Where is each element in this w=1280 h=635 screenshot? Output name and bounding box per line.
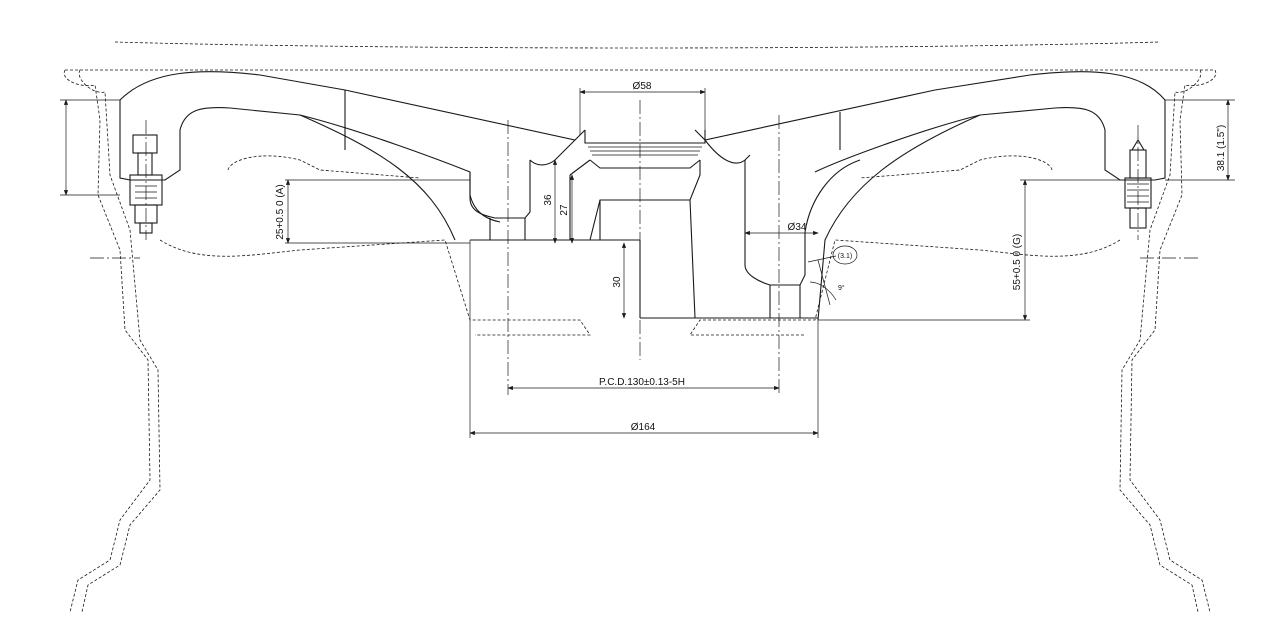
height-36-label: 36 — [543, 194, 554, 206]
dimension-bore-diameter: Ø58 — [579, 81, 706, 135]
dimension-height-27: 27 — [559, 174, 575, 244]
center-lines — [90, 100, 1200, 395]
dimension-offset-a: 25+0.5 0 (A) — [275, 179, 470, 244]
outer-diameter-label: Ø164 — [631, 422, 656, 433]
bore-diameter-label: Ø58 — [633, 81, 652, 92]
dimension-radius: (3.1) — [807, 245, 858, 265]
dimension-angle: 9° — [809, 259, 845, 306]
height-30-label: 30 — [612, 276, 623, 288]
dimension-offset-g: 55+0.5 0 (G) — [818, 179, 1120, 321]
right-rim-bolt — [1124, 125, 1152, 240]
height-27-label: 27 — [559, 204, 570, 216]
rim-height-label: 38.1 (1.5") — [1216, 125, 1227, 171]
left-rim-bolt — [129, 120, 163, 240]
radius-label: (3.1) — [838, 253, 852, 260]
angle-label: 9° — [838, 284, 845, 292]
dimension-left-flange — [60, 99, 120, 196]
dimension-outer-diameter: Ø164 — [469, 240, 819, 438]
dimension-height-30: 30 — [612, 242, 627, 319]
dimension-height-36: 36 — [543, 159, 558, 244]
dimension-rim-height: 38.1 (1.5") — [1165, 99, 1235, 181]
offset-g-label: 55+0.5 0 (G) — [1012, 234, 1023, 290]
dimension-pcd: P.C.D.130±0.13-5H — [507, 377, 780, 391]
dimension-hub-diameter: Ø34 — [744, 222, 819, 236]
hub-diameter-label: Ø34 — [788, 222, 807, 233]
offset-a-label: 25+0.5 0 (A) — [275, 184, 286, 239]
pcd-label: P.C.D.130±0.13-5H — [599, 377, 685, 388]
